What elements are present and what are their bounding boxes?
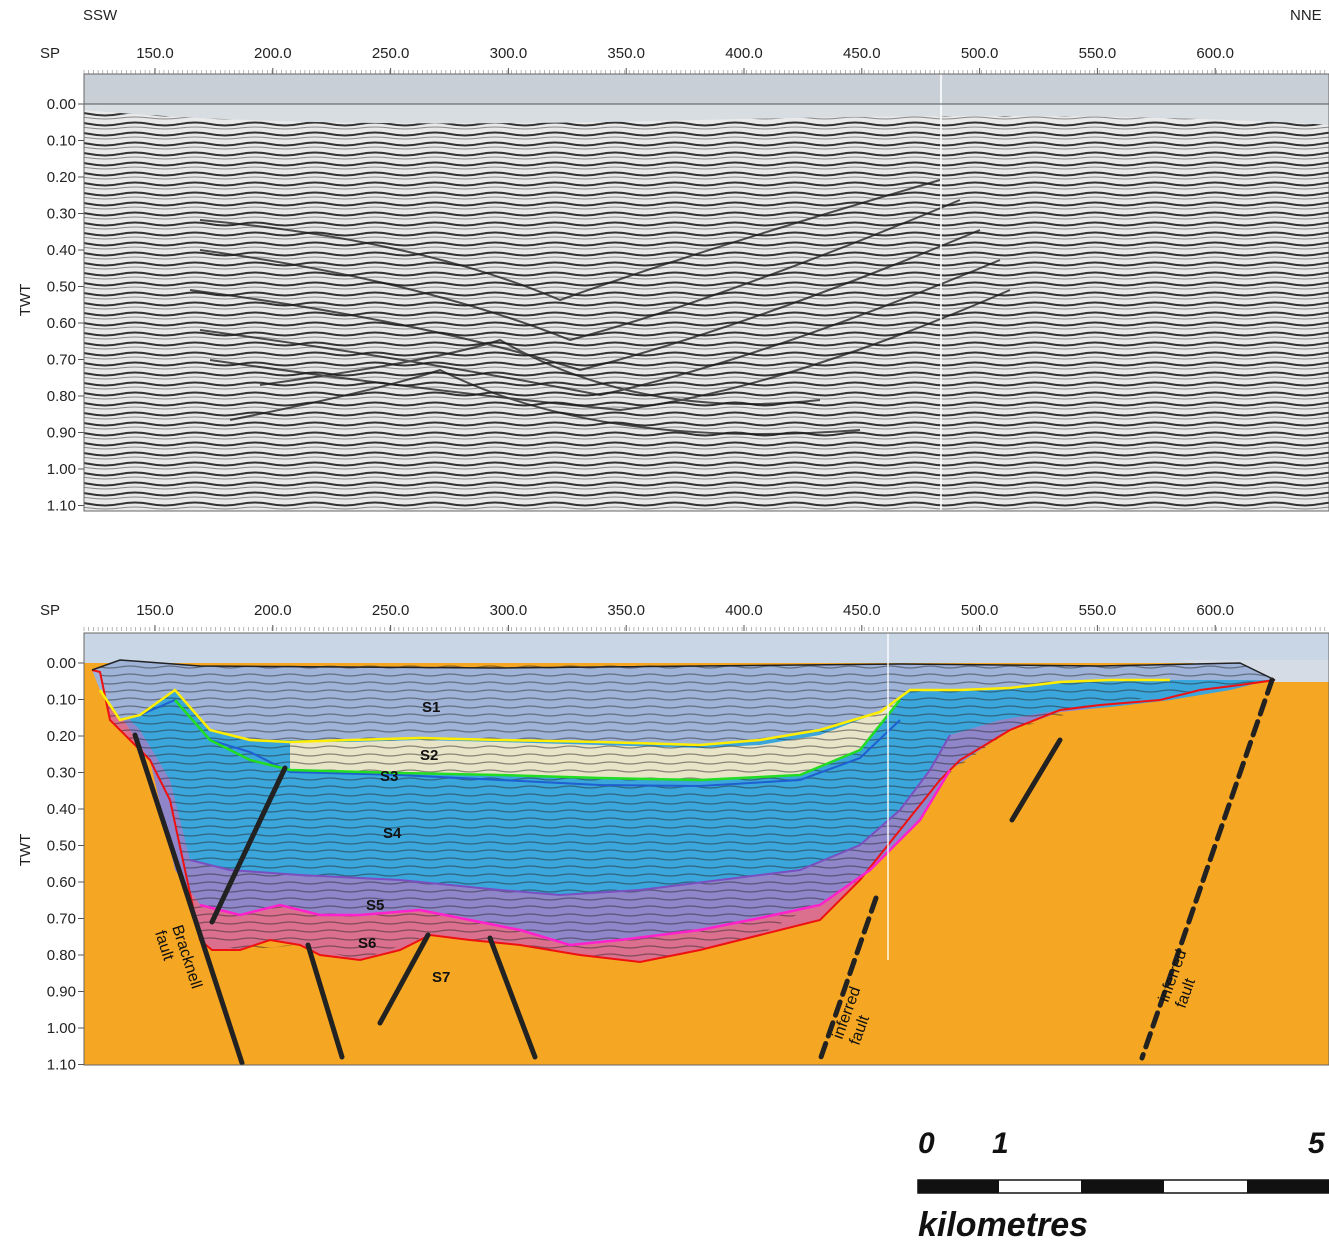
y-tick-label: 0.40	[47, 242, 76, 259]
x-tick-label: 550.0	[1079, 45, 1117, 62]
y-tick-label: 0.80	[47, 388, 76, 405]
y-tick-label: 0.40	[47, 801, 76, 818]
y-tick-label: 0.60	[47, 874, 76, 891]
y-tick-label: 0.10	[47, 692, 76, 709]
top-x-axis-label: SP	[40, 45, 60, 62]
fault-line-4	[377, 932, 431, 1026]
x-tick-label: 400.0	[725, 45, 763, 62]
fault-line-3	[305, 942, 345, 1060]
y-tick-label: 0.30	[47, 765, 76, 782]
y-tick-label: 1.00	[47, 461, 76, 478]
top-y-ticks: 0.00 0.10 0.20 0.30 0.40 0.50 0.60 0.70 0.80 0.90…	[47, 96, 84, 515]
scale-bar: 0 1 5 kilometres	[917, 1127, 1329, 1243]
y-tick-label: 0.70	[47, 352, 76, 369]
y-tick-label: 0.60	[47, 315, 76, 332]
x-tick-label: 200.0	[254, 602, 292, 619]
y-tick-label: 0.90	[47, 984, 76, 1001]
y-tick-label: 0.20	[47, 728, 76, 745]
fault-line-5	[487, 935, 538, 1060]
scale-label-1: 1	[992, 1127, 1009, 1160]
y-tick-label: 0.80	[47, 947, 76, 964]
x-tick-label: 500.0	[961, 602, 999, 619]
bracknell-fault-line	[132, 732, 245, 1065]
x-tick-label: 500.0	[961, 45, 999, 62]
seabed-line	[91, 659, 1276, 681]
x-tick-label: 600.0	[1196, 602, 1234, 619]
x-tick-label: 600.0	[1196, 45, 1234, 62]
x-tick-label: 300.0	[490, 45, 528, 62]
y-tick-label: 0.70	[47, 911, 76, 928]
x-tick-label: 450.0	[843, 602, 881, 619]
bottom-y-axis-label: TWT	[17, 834, 34, 866]
bottom-x-ticks: 150.0 200.0 250.0 300.0 350.0 400.0 450.0 500.0…	[83, 602, 1326, 631]
scale-unit-label: kilometres	[918, 1206, 1088, 1243]
fault-line-2	[209, 765, 288, 925]
unit-label-s7: S7	[432, 969, 450, 986]
x-tick-label: 550.0	[1079, 602, 1117, 619]
y-tick-label: 1.00	[47, 1020, 76, 1037]
x-tick-label: 200.0	[254, 45, 292, 62]
y-tick-label: 0.50	[47, 279, 76, 296]
x-tick-label: 150.0	[136, 45, 174, 62]
bottom-x-axis-label: SP	[40, 602, 60, 619]
top-seismic-image	[84, 74, 1329, 511]
inferred-fault-line-2	[1139, 677, 1275, 1061]
fault-line-6	[1009, 737, 1063, 823]
x-tick-label: 300.0	[490, 602, 528, 619]
x-tick-label: 350.0	[607, 45, 645, 62]
unit-label-s1: S1	[422, 699, 440, 716]
bottom-y-ticks: 0.00 0.10 0.20 0.30 0.40 0.50 0.60 0.70 0.80 0.90…	[47, 655, 84, 1074]
y-tick-label: 1.10	[47, 1057, 76, 1074]
scale-seg-5	[1247, 1180, 1329, 1193]
direction-left: SSW	[83, 7, 118, 24]
x-tick-label: 250.0	[372, 602, 410, 619]
unit-label-s3: S3	[380, 768, 398, 785]
x-tick-label: 350.0	[607, 602, 645, 619]
y-tick-label: 0.20	[47, 169, 76, 186]
top-y-axis-label: TWT	[17, 284, 34, 316]
unit-label-s6: S6	[358, 935, 376, 952]
x-tick-label: 250.0	[372, 45, 410, 62]
y-tick-label: 1.10	[47, 498, 76, 515]
inferred-fault-line-1	[817, 895, 879, 1063]
direction-right: NNE	[1290, 7, 1322, 24]
x-tick-label: 450.0	[843, 45, 881, 62]
x-tick-label: 150.0	[136, 602, 174, 619]
bottom-panel: SP 150.0 200.0 250.0 300.0 350.0 400.0 450.0 50…	[17, 602, 1329, 1074]
red-horizon	[91, 669, 1276, 964]
top-panel: SP 150.0 200.0 250.0 300.0 350.0 400.0 450.0 50…	[17, 45, 1329, 515]
scale-label-0: 0	[918, 1127, 935, 1160]
water-band	[84, 633, 1329, 663]
unit-label-s5: S5	[366, 897, 384, 914]
magenta-horizon	[199, 769, 952, 947]
yellow-horizon	[98, 678, 1170, 747]
y-tick-label: 0.30	[47, 206, 76, 223]
y-tick-label: 0.50	[47, 838, 76, 855]
y-tick-label: 0.90	[47, 425, 76, 442]
scale-label-5: 5	[1308, 1127, 1326, 1160]
purple-horizon	[189, 734, 951, 897]
unit-label-s2: S2	[420, 747, 438, 764]
top-x-ticks: 150.0 200.0 250.0 300.0 350.0 400.0 450.0 500.0…	[83, 45, 1326, 74]
scale-seg-1	[918, 1180, 999, 1193]
x-tick-label: 400.0	[725, 602, 763, 619]
y-tick-label: 0.00	[47, 655, 76, 672]
unit-label-s4: S4	[383, 825, 402, 842]
y-tick-label: 0.00	[47, 96, 76, 113]
green-horizon	[174, 699, 901, 782]
scale-seg-3	[1081, 1180, 1164, 1193]
y-tick-label: 0.10	[47, 133, 76, 150]
